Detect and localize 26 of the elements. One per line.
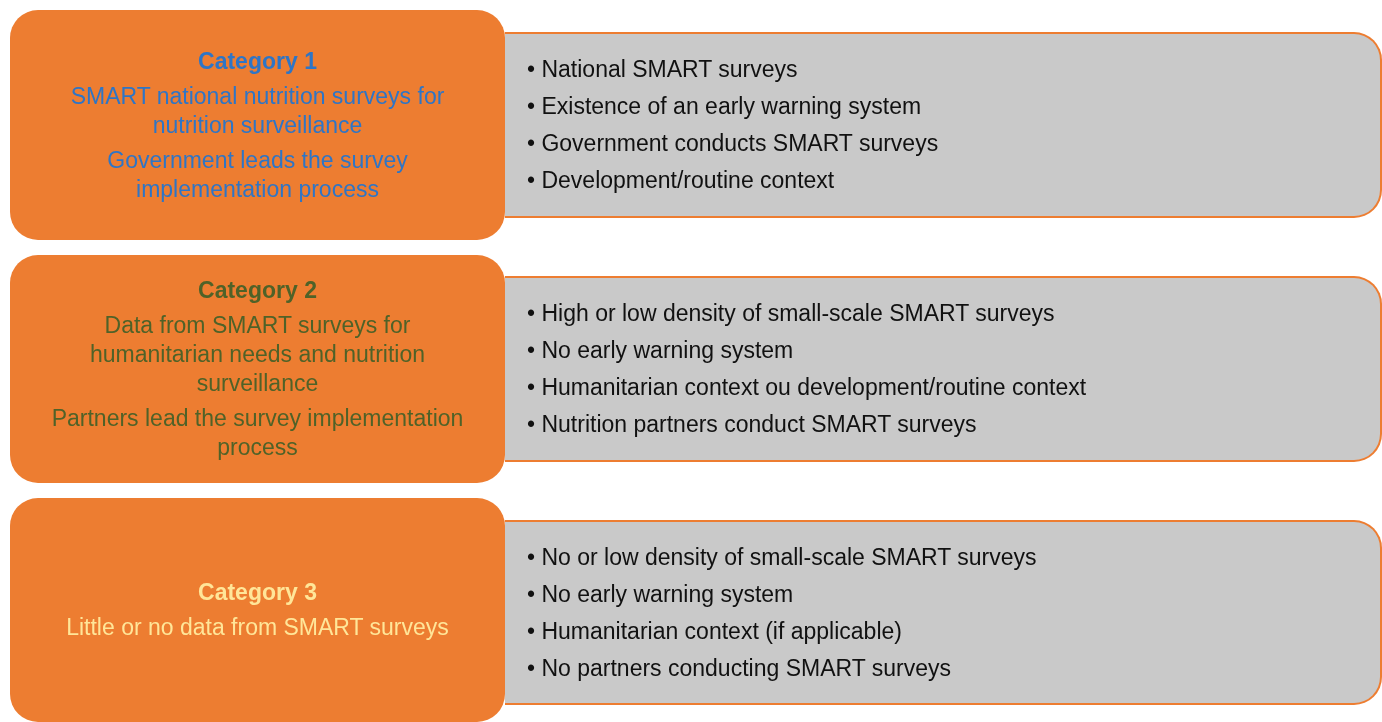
category-description: SMART national nutrition surveys for nutrition surveillance xyxy=(69,81,446,140)
bullet-item: • Humanitarian context ou development/routine context xyxy=(527,373,1088,402)
category-box xyxy=(10,498,505,722)
bullet-item: • No early warning system xyxy=(527,336,795,365)
criteria-panel xyxy=(505,520,1382,705)
bullet-item: • No or low density of small-scale SMART surveys xyxy=(527,542,1038,572)
bullet-item: • National SMART surveys xyxy=(527,55,799,84)
bullet-item: • Development/routine context xyxy=(527,166,836,195)
category-description: Partners lead the survey implementation process xyxy=(50,404,465,462)
bullet-item: • Existence of an early warning system xyxy=(527,92,923,121)
category-heading: Category 1 xyxy=(198,46,317,76)
category-description: Government leads the survey implementation process xyxy=(106,145,409,204)
category-box xyxy=(10,10,505,240)
bullet-item: • High or low density of small-scale SMART surveys xyxy=(527,299,1056,328)
category-description: Little or no data from SMART surveys xyxy=(66,613,449,642)
category-description: Data from SMART surveys for humanitarian needs and nutrition surveillance xyxy=(89,311,426,398)
criteria-panel xyxy=(505,32,1382,218)
bullet-item: • Government conducts SMART surveys xyxy=(527,129,940,158)
bullet-item: • Nutrition partners conduct SMART surveys xyxy=(527,410,978,439)
category-heading: Category 3 xyxy=(198,578,317,607)
category-box xyxy=(10,255,505,483)
bullet-item: • Humanitarian context (if applicable) xyxy=(527,616,903,646)
category-heading: Category 2 xyxy=(198,276,317,305)
criteria-panel xyxy=(505,276,1382,462)
bullet-item: • No early warning system xyxy=(527,579,795,609)
bullet-item: • No partners conducting SMART surveys xyxy=(527,653,952,683)
